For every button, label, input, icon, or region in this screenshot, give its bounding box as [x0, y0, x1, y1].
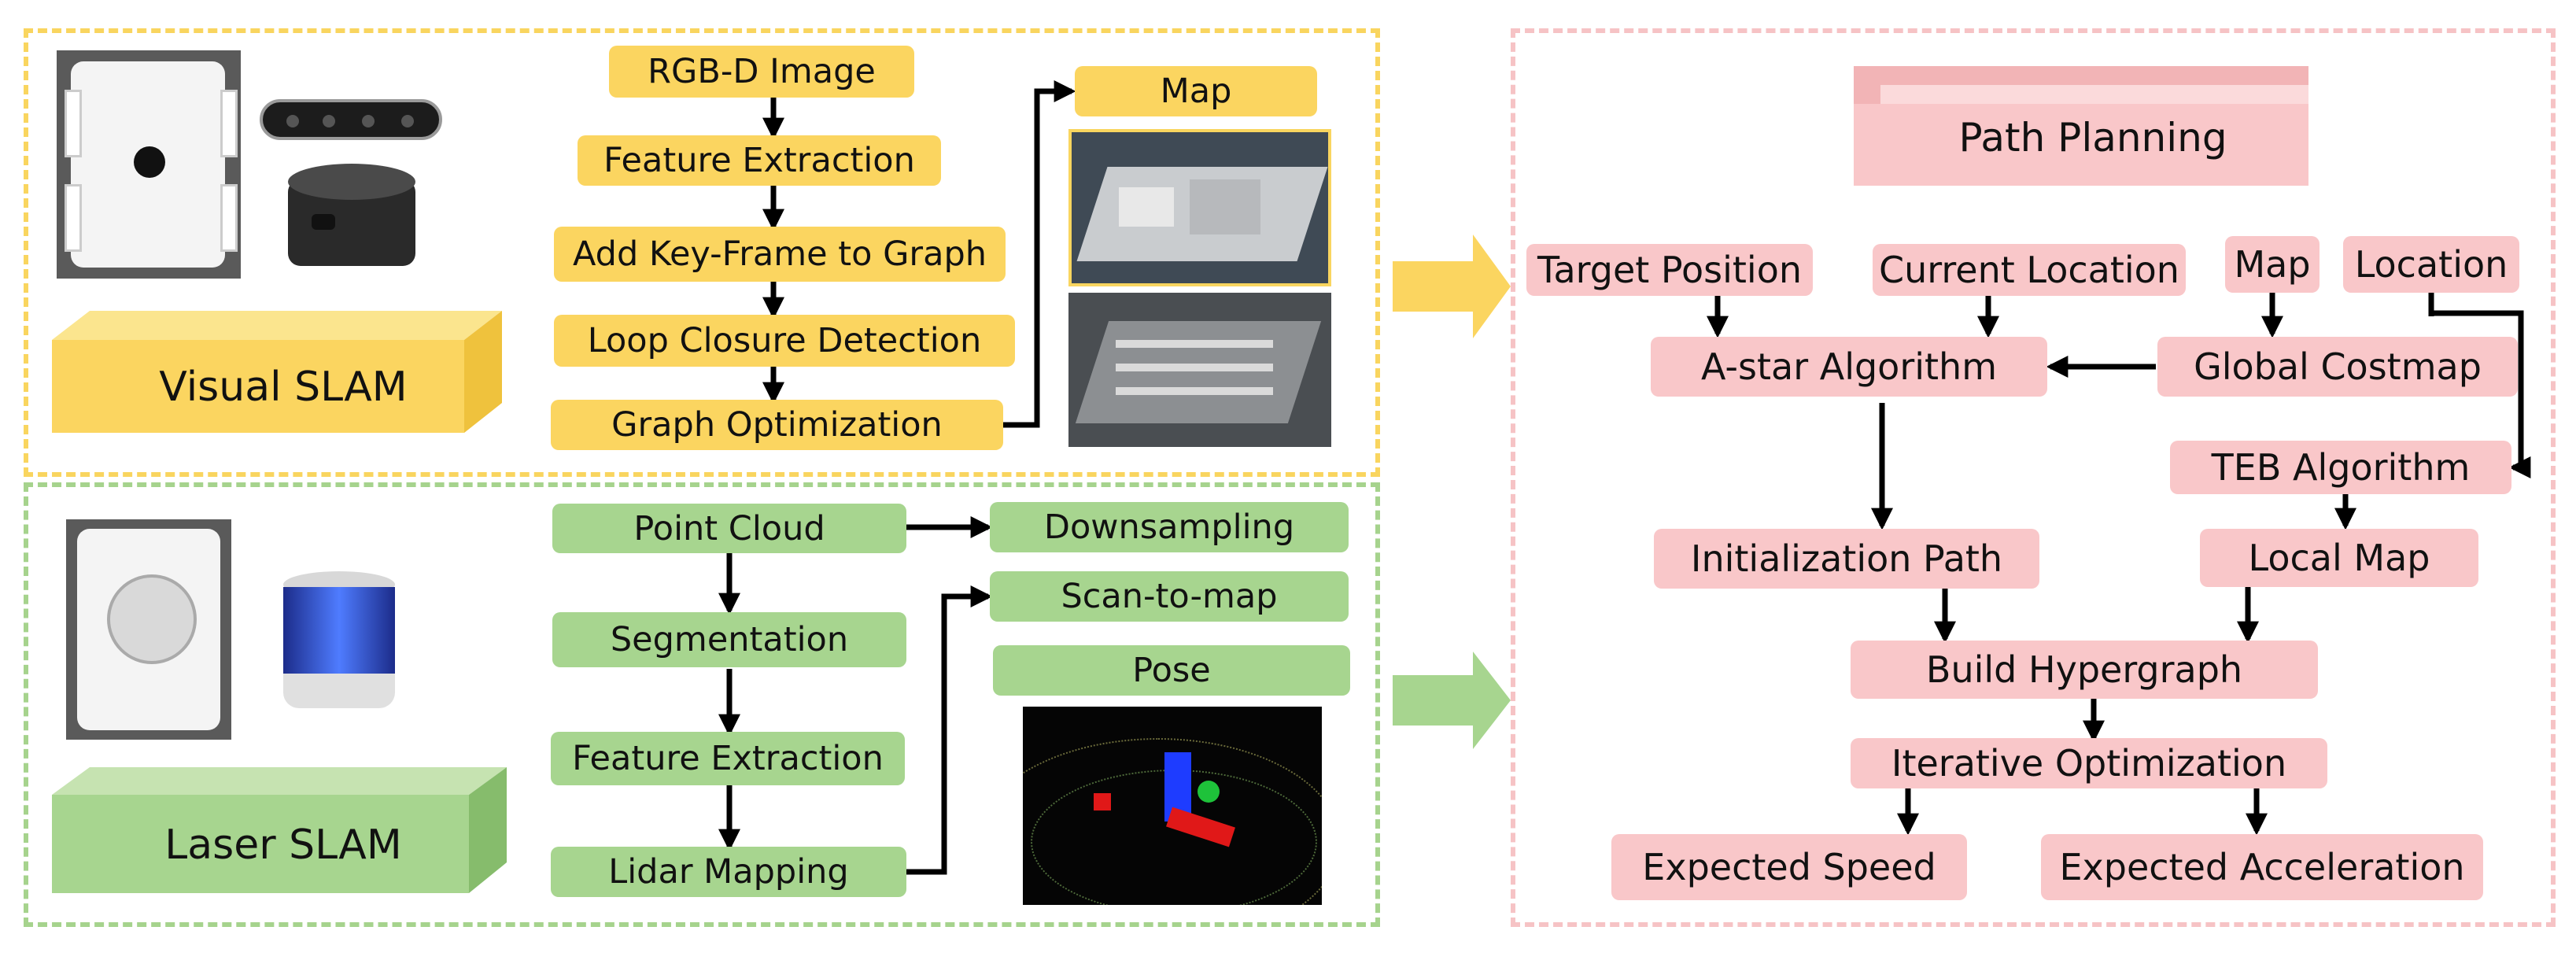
global-costmap-node: Global Costmap — [2157, 337, 2518, 397]
pose-node: Pose — [993, 645, 1350, 696]
teb-algorithm-node: TEB Algorithm — [2170, 441, 2511, 494]
map-input-node: Map — [2225, 236, 2320, 293]
initialization-path-node: Initialization Path — [1654, 529, 2039, 589]
visual-slam-title: Visual SLAM — [159, 364, 408, 411]
target-position-node: Target Position — [1526, 244, 1813, 296]
visual-to-planning-arrow — [1393, 234, 1511, 338]
laser-slam-title: Laser SLAM — [164, 822, 402, 869]
robot-top-view-image — [57, 50, 241, 279]
expected-speed-node: Expected Speed — [1611, 834, 1967, 900]
scan-to-map-node: Scan-to-map — [990, 571, 1349, 622]
rgbd-image-node: RGB-D Image — [609, 46, 914, 98]
loop-closure-node: Loop Closure Detection — [554, 315, 1015, 367]
path-planning-title: Path Planning — [1958, 115, 2227, 161]
feature-extraction-laser-node: Feature Extraction — [551, 732, 905, 785]
feature-extraction-node: Feature Extraction — [578, 135, 941, 186]
path-planning-cube — [1854, 66, 2308, 186]
laser-slam-cube — [52, 767, 507, 893]
3d-lidar-image — [283, 571, 395, 710]
downsampling-node: Downsampling — [990, 502, 1349, 552]
current-location-node: Current Location — [1873, 244, 2186, 296]
indoor-map-render-bottom — [1068, 293, 1331, 447]
astar-algorithm-node: A-star Algorithm — [1651, 337, 2047, 397]
location-input-node: Location — [2343, 236, 2519, 293]
laser-to-planning-arrow — [1393, 652, 1511, 749]
graph-optimization-node: Graph Optimization — [551, 400, 1003, 450]
2d-lidar-image — [288, 164, 415, 274]
local-map-node: Local Map — [2200, 529, 2478, 587]
robot-lidar-top-view-image — [66, 519, 231, 740]
lidar-scan-render — [1023, 707, 1322, 905]
point-cloud-node: Point Cloud — [552, 504, 906, 553]
segmentation-node: Segmentation — [552, 612, 906, 667]
iterative-optimization-node: Iterative Optimization — [1851, 738, 2327, 788]
visual-slam-cube — [52, 311, 502, 433]
path-planning-panel — [1511, 28, 2556, 927]
depth-camera-image — [260, 99, 442, 140]
build-hypergraph-node: Build Hypergraph — [1851, 641, 2318, 699]
laser-slam-panel — [24, 482, 1380, 927]
lidar-mapping-node: Lidar Mapping — [551, 847, 906, 897]
map-node: Map — [1075, 66, 1317, 116]
indoor-map-render-top — [1068, 129, 1331, 286]
expected-acceleration-node: Expected Acceleration — [2041, 834, 2483, 900]
visual-slam-panel — [24, 28, 1380, 477]
add-keyframe-node: Add Key-Frame to Graph — [554, 227, 1006, 282]
